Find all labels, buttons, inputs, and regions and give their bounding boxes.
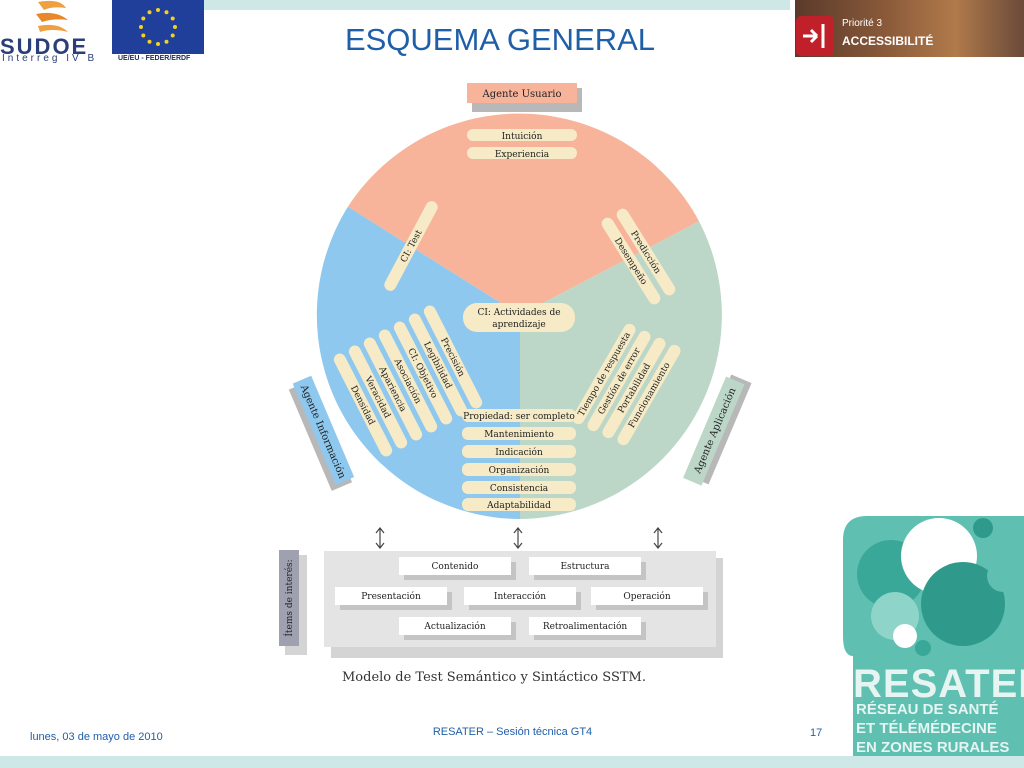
sstm-diagram: Agente Usuario Agente Información Agente… [279,83,752,658]
page-number: 17 [810,727,823,739]
item-consistencia: Consistencia [490,484,549,494]
interest-presentacion: Presentación [361,591,421,602]
resater-line-2: ET TÉLÉMÉDECINE [856,720,997,737]
item-adaptabilidad: Adaptabilidad [486,501,551,511]
eu-star-icon [170,33,175,38]
item-indicacion: Indicación [495,447,543,458]
interest-contenido: Contenido [432,562,479,572]
eu-star-icon [139,25,143,29]
footer-date: lunes, 03 de mayo de 2010 [30,731,163,743]
eu-star-icon [173,25,177,29]
eu-flag-icon [112,0,204,54]
eu-star-icon [164,10,169,15]
resater-line-1: RÉSEAU DE SANTÉ [856,701,999,718]
priority-label: Priorité 3 [842,18,883,29]
double-arrow-icon [375,527,385,549]
sudoe-logo-subtext: Interreg IV B [2,53,98,64]
eu-caption: UE/EU - FEDER/ERDF [118,55,191,62]
eu-star-icon [164,39,169,44]
accessibility-label: ACCESSIBILITÉ [842,34,934,48]
item-mantenimiento: Mantenimiento [484,430,554,440]
double-arrow-icon [513,527,523,549]
interest-actualizacion: Actualización [423,621,486,632]
eu-star-icon [141,16,146,21]
eu-star-icon [147,39,152,44]
resater-line-3: EN ZONES RURALES [856,739,1010,756]
item-propiedad: Propiedad: ser completo [463,412,575,422]
sector-user [347,113,700,315]
center-line-1: CI: Actividades de [477,308,560,318]
figure-caption: Modelo de Test Semántico y Sintáctico SS… [342,670,646,685]
top-accent-bar [200,0,790,10]
eu-star-icon [141,33,146,38]
sudoe-logo-text: SUDOE [0,34,89,59]
eu-star-icon [170,16,175,21]
center-line-2: aprendizaje [492,320,545,330]
footer-center: RESATER – Sesión técnica GT4 [432,726,593,738]
interest-retroalimentacion: Retroalimentación [543,621,628,632]
resater-logo-icon [843,516,1024,756]
double-arrow-icon [653,527,663,549]
item-organizacion: Organización [489,465,550,476]
accessibility-sign-icon [796,16,834,56]
resater-name: RESATER [853,662,1024,706]
eu-star-icon [156,8,160,12]
eu-star-icon [147,10,152,15]
item-experiencia: Experiencia [495,150,550,160]
interest-interaccion: Interacción [494,591,546,602]
eu-star-icon [156,42,160,46]
page-title: ESQUEMA GENERAL [344,22,656,57]
interest-label: Ítems de interés: [283,559,295,636]
sudoe-logo-icon [36,0,68,32]
agent-user-label: Agente Usuario [481,89,561,100]
bottom-accent-bar [0,756,1024,768]
interest-estructura: Estructura [560,562,610,572]
interest-operacion: Operación [623,591,670,602]
item-intuicion: Intuición [502,131,543,142]
